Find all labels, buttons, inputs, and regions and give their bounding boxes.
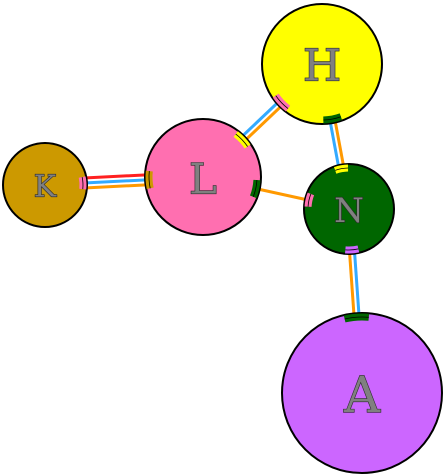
- edge-end-marker-outline: [323, 116, 342, 121]
- node-h: [261, 3, 383, 125]
- edge-end-marker-outline: [307, 193, 312, 207]
- node-label: L: [189, 155, 217, 204]
- edge-end-marker-outline: [344, 316, 369, 320]
- node-circle: [281, 312, 443, 474]
- edge-end-marker-outline: [275, 95, 289, 109]
- node-k: [2, 142, 88, 228]
- node-circle: [144, 118, 262, 236]
- node-a: [281, 312, 443, 474]
- node-label: A: [343, 366, 381, 424]
- nodes-layer: K L H N A: [2, 3, 443, 474]
- edge-end-marker-outline: [148, 171, 151, 189]
- node-l: [144, 118, 262, 236]
- node-circle: [261, 3, 383, 125]
- node-circle: [2, 142, 88, 228]
- node-label: K: [34, 170, 57, 205]
- node-n: [303, 163, 395, 255]
- edge-end-marker-outline: [345, 248, 359, 251]
- edge-end-marker-outline: [81, 176, 84, 190]
- node-label: N: [334, 191, 364, 231]
- edge-end-marker-outline: [252, 179, 258, 197]
- edge-end-marker-outline: [235, 133, 248, 147]
- node-circle: [303, 163, 395, 255]
- node-label: H: [303, 41, 341, 92]
- edge-end-marker-outline: [335, 167, 349, 171]
